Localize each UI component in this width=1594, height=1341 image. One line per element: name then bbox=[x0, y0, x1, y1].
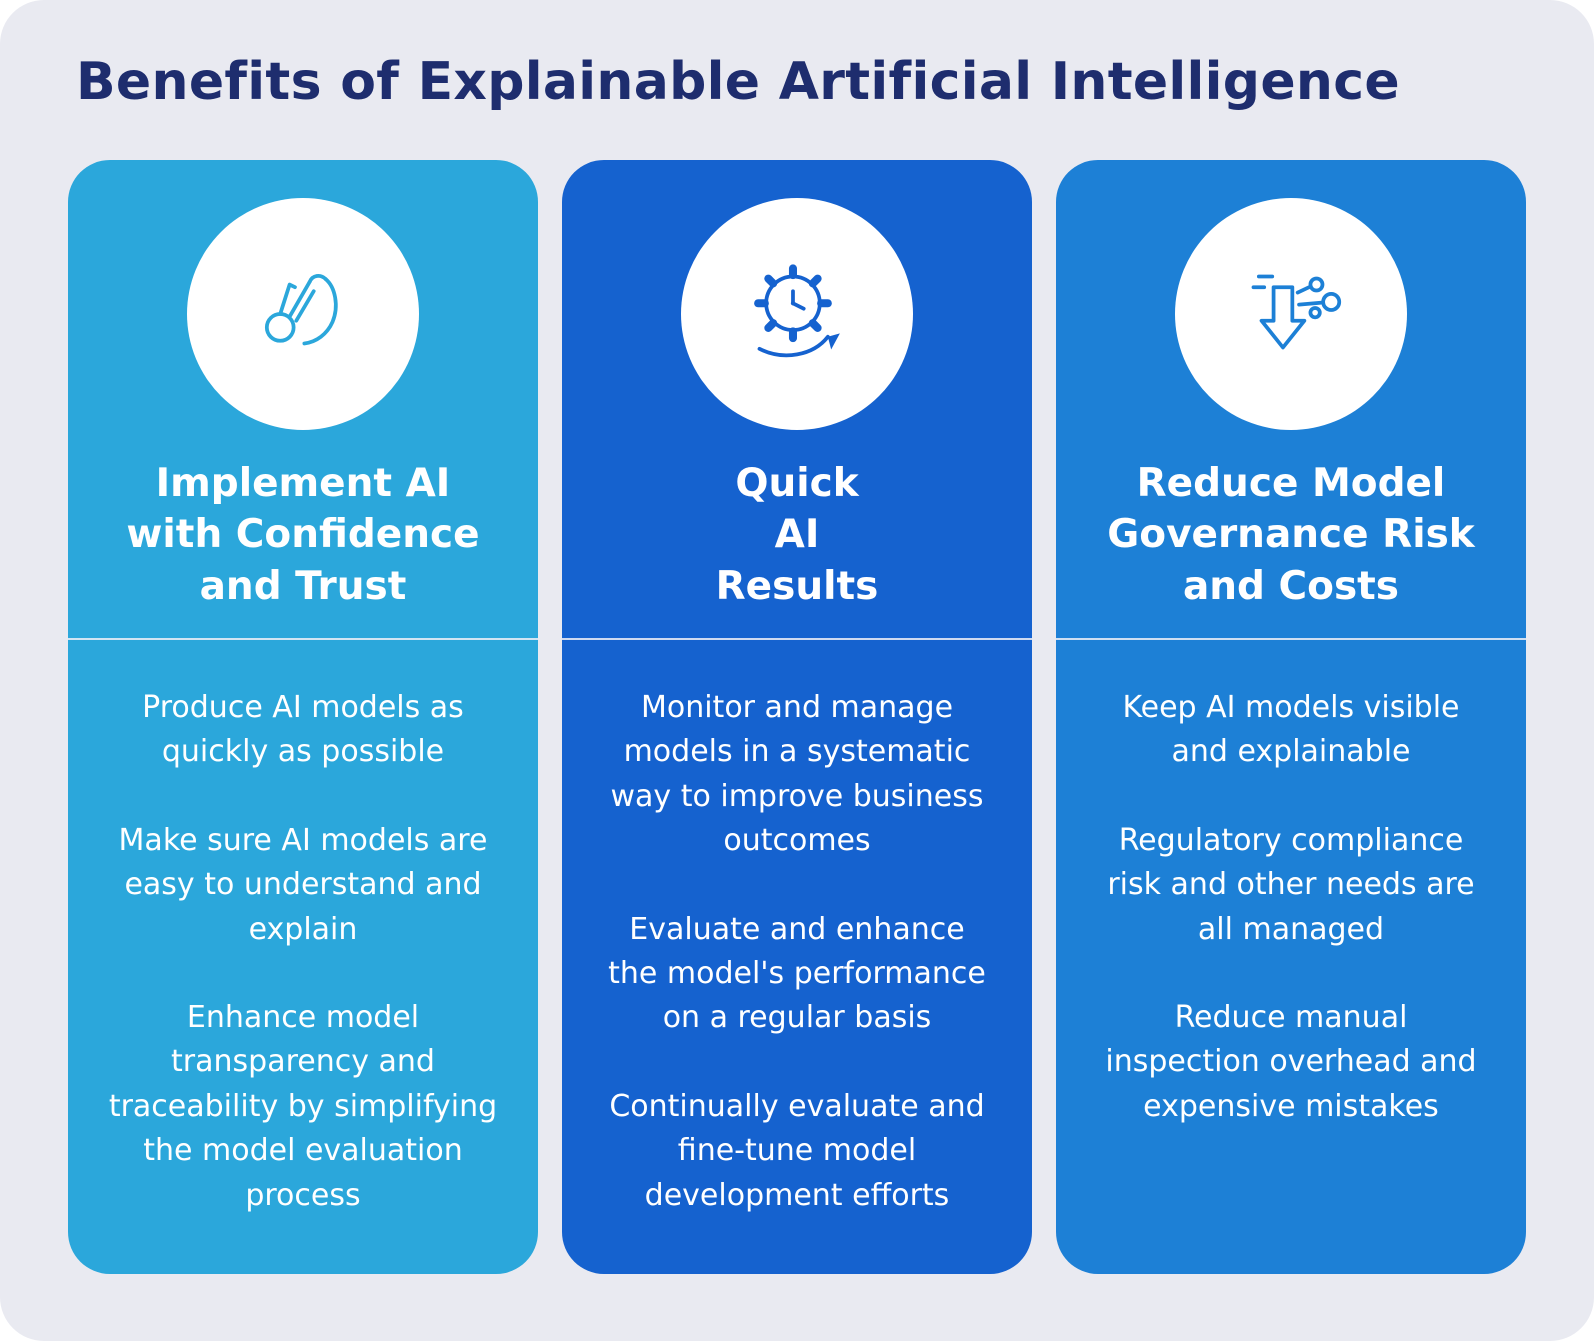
card-body: Produce AI models as quickly as possible… bbox=[68, 640, 538, 1246]
card-paragraph: Enhance model transparency and traceabil… bbox=[108, 999, 498, 1213]
card-title: Reduce Model Governance Risk and Costs bbox=[1107, 461, 1475, 609]
card-header: Quick AI Results bbox=[562, 160, 1032, 638]
card-body: Monitor and manage models in a systemati… bbox=[562, 640, 1032, 1246]
card-divider bbox=[68, 638, 538, 640]
card-paragraph: Evaluate and enhance the model's perform… bbox=[608, 911, 986, 1036]
card-implement-ai: Implement AI with Confidence and Trust P… bbox=[68, 160, 538, 1274]
card-quick-ai-results: Quick AI Results Monitor and manage mode… bbox=[562, 160, 1032, 1274]
card-header: Implement AI with Confidence and Trust bbox=[68, 160, 538, 638]
card-paragraph: Reduce manual inspection overhead and ex… bbox=[1105, 999, 1477, 1124]
card-paragraph: Keep AI models visible and explainable bbox=[1122, 690, 1460, 770]
hands-care-icon bbox=[264, 274, 338, 346]
gear-clock-arrow-icon bbox=[754, 264, 840, 358]
icon-circle bbox=[187, 198, 419, 430]
card-header: Reduce Model Governance Risk and Costs bbox=[1056, 160, 1526, 638]
card-paragraph: Make sure AI models are easy to understa… bbox=[118, 822, 488, 947]
card-paragraph: Regulatory compliance risk and other nee… bbox=[1107, 822, 1475, 947]
card-divider bbox=[562, 638, 1032, 640]
card-paragraph: Continually evaluate and fine-tune model… bbox=[609, 1088, 985, 1213]
cards-row: Implement AI with Confidence and Trust P… bbox=[68, 160, 1526, 1274]
down-arrow-nodes-icon bbox=[1251, 274, 1342, 350]
card-paragraph: Monitor and manage models in a systemati… bbox=[610, 690, 984, 859]
icon-circle bbox=[681, 198, 913, 430]
icon-circle bbox=[1175, 198, 1407, 430]
card-paragraph: Produce AI models as quickly as possible bbox=[142, 690, 464, 770]
card-divider bbox=[1056, 638, 1526, 640]
card-title: Quick AI Results bbox=[715, 461, 879, 609]
card-body: Keep AI models visible and explainable R… bbox=[1056, 640, 1526, 1157]
card-reduce-governance-risk: Reduce Model Governance Risk and Costs K… bbox=[1056, 160, 1526, 1274]
page-title: Benefits of Explainable Artificial Intel… bbox=[76, 52, 1400, 112]
card-title: Implement AI with Confidence and Trust bbox=[126, 461, 480, 609]
